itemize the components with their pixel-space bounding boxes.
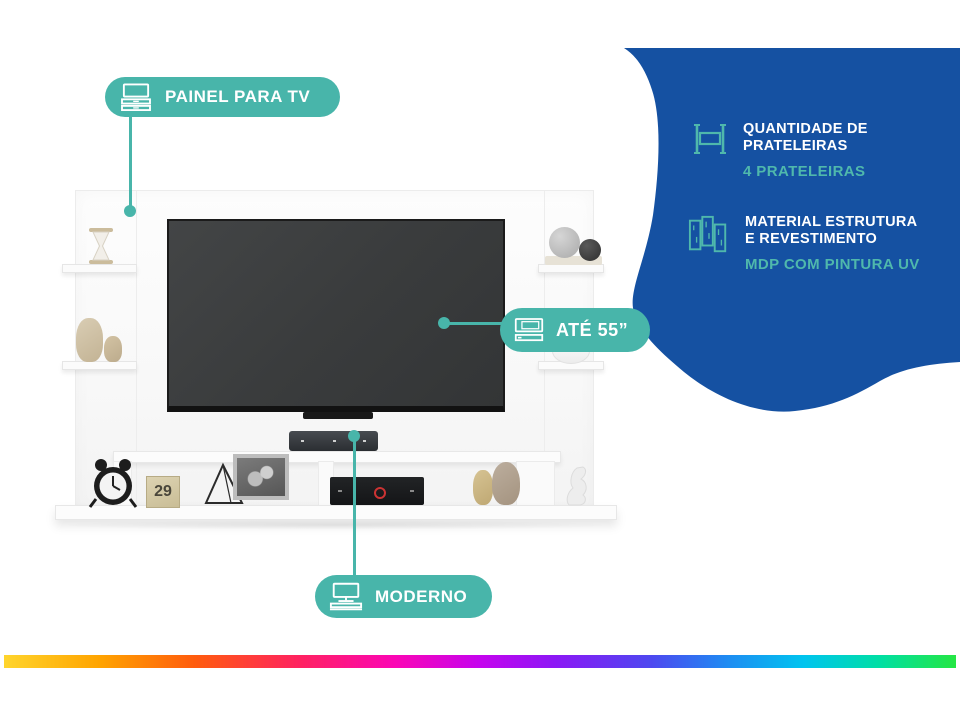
base-shelf	[55, 505, 617, 520]
taupe-vase-decor	[492, 462, 520, 505]
spec-shelves-title-line1: QUANTIDADE DE	[743, 121, 868, 137]
tv-stand	[303, 412, 373, 419]
mdp-boards-icon	[688, 214, 730, 261]
callout-painel-para-tv: PAINEL PARA TV	[105, 77, 340, 117]
receiver-led	[410, 490, 414, 492]
left-shelf-top	[62, 264, 137, 273]
leader-line-painel	[129, 117, 132, 209]
soundbar-led	[333, 440, 336, 442]
callout-ate55-label: ATÉ 55”	[556, 319, 629, 340]
spec-material-title-line2: E REVESTIMENTO	[745, 230, 878, 247]
tv-screen	[167, 219, 505, 412]
speaker-sphere-decor	[549, 227, 580, 258]
leader-dot-ate55	[438, 317, 450, 329]
vase-decor	[76, 318, 103, 362]
callout-moderno-label: MODERNO	[375, 586, 468, 606]
rainbow-gradient-bar	[4, 655, 956, 668]
modern-monitor-icon	[329, 582, 363, 611]
hourglass-decor	[89, 228, 113, 264]
base-shelf-shadow	[60, 520, 610, 530]
soundbar-led	[363, 440, 366, 442]
tv-size-icon	[514, 317, 544, 344]
spec-material-title-line1: MATERIAL ESTRUTURA	[745, 214, 918, 230]
dark-sphere-decor	[579, 239, 601, 261]
gold-vase-decor	[473, 470, 493, 505]
panel-seam-left	[136, 191, 137, 513]
leader-line-moderno	[353, 436, 356, 577]
leader-dot-moderno	[348, 430, 360, 442]
alarm-clock-decor	[88, 459, 138, 508]
calendar-day: 29	[154, 483, 172, 500]
leader-line-ate55	[448, 322, 504, 325]
callout-ate-55: ATÉ 55”	[500, 308, 650, 352]
leader-dot-painel	[124, 205, 136, 217]
wire-triangle-decor	[204, 462, 244, 504]
decor-tray	[545, 256, 602, 265]
spec-shelves-title-line2: PRATELEIRAS	[743, 137, 848, 154]
left-shelf-bottom	[62, 361, 137, 370]
spec-shelves-value: 4 PRATELEIRAS	[743, 163, 866, 180]
calendar-block-decor: 29	[146, 476, 180, 508]
panel-seam-right	[544, 191, 545, 513]
media-shelf-top	[113, 451, 561, 463]
tv-panel-icon	[120, 83, 152, 111]
spec-shelves: QUANTIDADE DE PRATELEIRAS 4 PRATELEIRAS	[692, 121, 868, 180]
soundbar-led	[301, 440, 304, 442]
spec-material: MATERIAL ESTRUTURA E REVESTIMENTO MDP CO…	[688, 214, 920, 273]
callout-moderno: MODERNO	[315, 575, 492, 618]
dvd-receiver	[330, 477, 424, 505]
callout-painel-label: PAINEL PARA TV	[165, 87, 311, 106]
spec-material-value: MDP COM PINTURA UV	[745, 256, 920, 273]
receiver-led	[338, 490, 342, 492]
small-vase-decor	[104, 336, 122, 362]
figurine-decor	[566, 466, 587, 506]
receiver-power-ring	[374, 487, 386, 499]
shelf-icon	[692, 121, 728, 162]
photo-frame-decor	[233, 454, 289, 500]
